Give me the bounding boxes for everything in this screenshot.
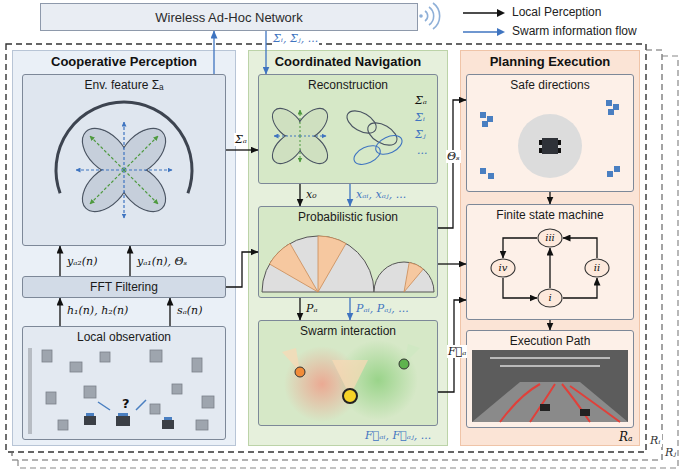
robot-frame [12, 50, 662, 460]
legend-arrow [463, 31, 498, 33]
signal-label: Σⱼ [414, 128, 427, 141]
process-box: FFT Filtering [22, 276, 226, 298]
module-panel: Planning ExecutionSafe directionsFinite … [460, 50, 640, 446]
edge-label: Pₐ [305, 302, 319, 315]
node-text: ii [594, 262, 600, 274]
interaction-illustration [282, 340, 420, 422]
legend-arrow [497, 28, 505, 36]
state-circle: ii [584, 258, 610, 278]
legend-arrow [462, 26, 506, 38]
legend-arrow [462, 7, 506, 19]
edge-label: Σᵢ, Σⱼ, ... [272, 32, 319, 45]
edge-label: Θₛ [446, 150, 461, 163]
question-mark: ? [121, 396, 131, 411]
edge-label: xₐᵢ, xₐⱼ, ... [355, 188, 407, 201]
reconstruction-illustration [249, 85, 405, 187]
signal-label: ... [416, 144, 429, 157]
node-text: Local observation [77, 330, 171, 344]
wifi-icon [419, 14, 423, 18]
node-text: Env. feature Σₐ [84, 78, 163, 92]
node-text: Reconstruction [308, 78, 388, 92]
robot-frame [6, 44, 646, 452]
node-text: iv [499, 262, 508, 274]
process-box: Safe directions [466, 74, 634, 192]
feature-illustration [48, 94, 201, 247]
signal-label: Σᵢ [414, 111, 426, 124]
state-outline [585, 259, 609, 277]
state-outline [538, 229, 562, 247]
node-text: Cooperative Perception [51, 54, 197, 69]
state-outline [491, 259, 515, 277]
edge-label: yₐ₂(n) [66, 255, 98, 268]
node-text: Finite state machine [496, 208, 603, 222]
process-box: Execution Path [466, 330, 634, 428]
edge-label: yₐ₁(n), Θₛ [136, 255, 188, 268]
state-circle: iii [537, 228, 563, 248]
fusion-illustration [262, 236, 434, 292]
state-circle: iv [490, 258, 516, 278]
node-text: Planning Execution [490, 54, 611, 69]
signal-label: Σₐ [414, 94, 428, 107]
execution-photo [472, 350, 628, 422]
legend-arrow [497, 9, 505, 17]
robot-label: Rⱼ [664, 446, 677, 459]
node-text: Execution Path [510, 334, 591, 348]
robot-label: Rᵢ [649, 434, 662, 447]
edge-label: sₐ(n) [176, 304, 203, 317]
network-box: Wireless Ad-Hoc Network [40, 3, 418, 31]
state-circle: i [537, 288, 563, 308]
legend-arrow [463, 12, 498, 14]
safe-direction-illustration [480, 100, 620, 179]
node-text: FFT Filtering [90, 280, 158, 294]
edge-label: x₀ [305, 188, 318, 201]
module-panel: Cooperative PerceptionEnv. feature Σₐ FFT… [12, 50, 236, 446]
legend-text: Local Perception [512, 5, 601, 19]
wifi-icon [425, 3, 440, 29]
process-box: Env. feature Σₐ [22, 74, 226, 246]
node-text: Wireless Ad-Hoc Network [155, 10, 302, 25]
process-box: Finite state machineiiiiviii [466, 204, 634, 320]
module-panel: Coordinated NavigationReconstructionProb… [248, 50, 448, 446]
observation-illustration [28, 348, 214, 434]
node-text: i [548, 292, 551, 304]
node-text: Safe directions [510, 78, 589, 92]
edge-label: Σₐ [234, 133, 248, 146]
node-text: Probabilistic fusion [298, 210, 398, 224]
robot-label: Rₐ [618, 430, 634, 444]
state-outline [538, 289, 562, 307]
legend-text: Swarm information flow [512, 24, 637, 38]
edge-label: Pₐᵢ, Pₐⱼ, ... [355, 302, 410, 315]
node-text: Coordinated Navigation [275, 54, 422, 69]
edge-label: F⃗ₐ [447, 345, 467, 358]
process-box: Probabilistic fusion [258, 206, 438, 298]
process-box: Local observation [22, 326, 226, 440]
signal-label: F⃗ₐᵢ, F⃗ₐⱼ, ... [364, 429, 432, 442]
process-box: Reconstruction [258, 74, 438, 184]
process-box: Swarm interaction [258, 320, 438, 426]
node-text: Swarm interaction [300, 324, 396, 338]
edge-label: h₁(n), h₂(n) [66, 304, 129, 317]
node-text: iii [545, 232, 555, 244]
